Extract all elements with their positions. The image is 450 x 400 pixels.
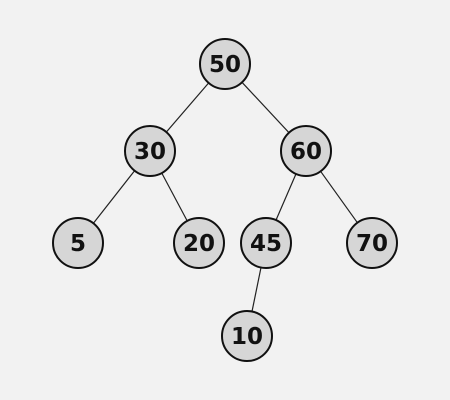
tree-edges	[92, 81, 358, 312]
tree-node-label: 20	[183, 231, 215, 257]
tree-edge-50-30	[165, 82, 210, 133]
tree-node-circle	[240, 217, 292, 269]
tree-nodes: 50 30 60 5 20 45 70 10	[52, 38, 398, 362]
tree-edge-30-5	[92, 170, 136, 224]
tree-edge-50-60	[241, 81, 290, 134]
tree-node-30: 30	[124, 125, 176, 177]
tree-node-10: 10	[221, 310, 273, 362]
tree-node-label: 50	[209, 52, 241, 78]
tree-node-45: 45	[240, 217, 292, 269]
tree-node-label: 45	[250, 231, 282, 257]
tree-node-70: 70	[346, 217, 398, 269]
tree-node-circle	[173, 217, 225, 269]
tree-node-label: 70	[356, 231, 388, 257]
tree-node-label: 10	[231, 324, 263, 350]
tree-node-circle	[221, 310, 273, 362]
tree-node-label: 60	[290, 139, 322, 165]
tree-node-20: 20	[173, 217, 225, 269]
tree-node-circle	[346, 217, 398, 269]
tree-node-circle	[199, 38, 251, 90]
tree-node-label: 30	[134, 139, 166, 165]
tree-node-circle	[52, 217, 104, 269]
tree-edge-60-70	[320, 170, 358, 224]
tree-edge-45-10	[251, 267, 262, 312]
tree-node-5: 5	[52, 217, 104, 269]
tree-node-circle	[124, 125, 176, 177]
tree-node-60: 60	[280, 125, 332, 177]
tree-edge-60-45	[275, 173, 297, 221]
tree-edge-30-20	[161, 172, 188, 222]
tree-node-50: 50	[199, 38, 251, 90]
tree-node-label: 5	[70, 231, 86, 257]
tree-node-circle	[280, 125, 332, 177]
